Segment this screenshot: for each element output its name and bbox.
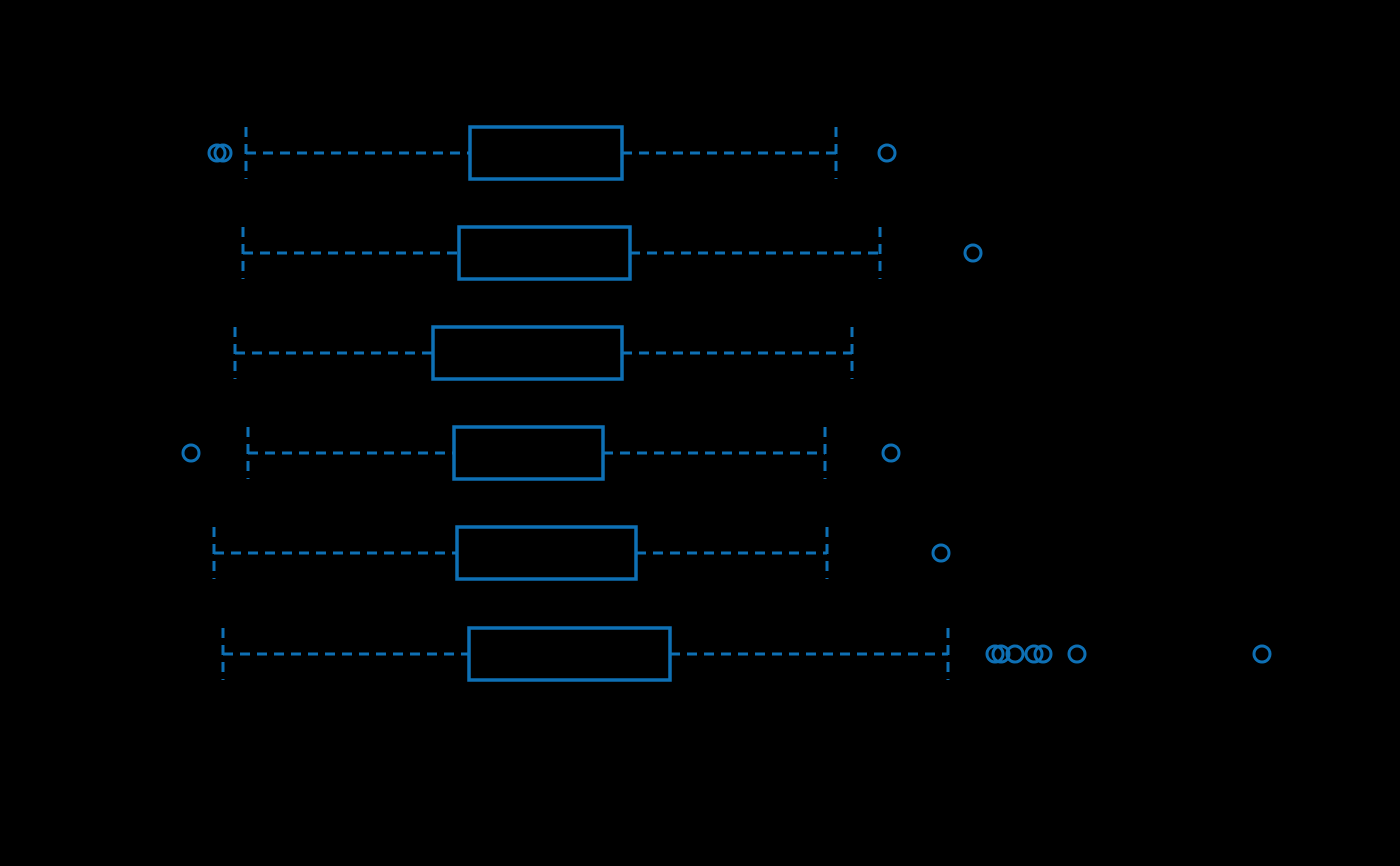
outlier-point [1033, 644, 1053, 664]
outlier-point [213, 143, 233, 163]
iqr-box [455, 525, 638, 581]
outlier-point [1067, 644, 1087, 664]
iqr-box [467, 626, 672, 682]
outlier-point [985, 644, 1005, 664]
outlier-point [207, 143, 227, 163]
outlier-point [963, 243, 983, 263]
outlier-point [181, 443, 201, 463]
outlier-point [991, 644, 1011, 664]
iqr-box [468, 125, 624, 181]
outlier-point [1024, 644, 1044, 664]
outlier-point [931, 543, 951, 563]
iqr-box [457, 225, 632, 281]
outlier-point [1252, 644, 1272, 664]
outlier-point [881, 443, 901, 463]
iqr-box [431, 325, 624, 381]
outlier-point [877, 143, 897, 163]
iqr-box [452, 425, 605, 481]
outlier-point [1005, 644, 1025, 664]
